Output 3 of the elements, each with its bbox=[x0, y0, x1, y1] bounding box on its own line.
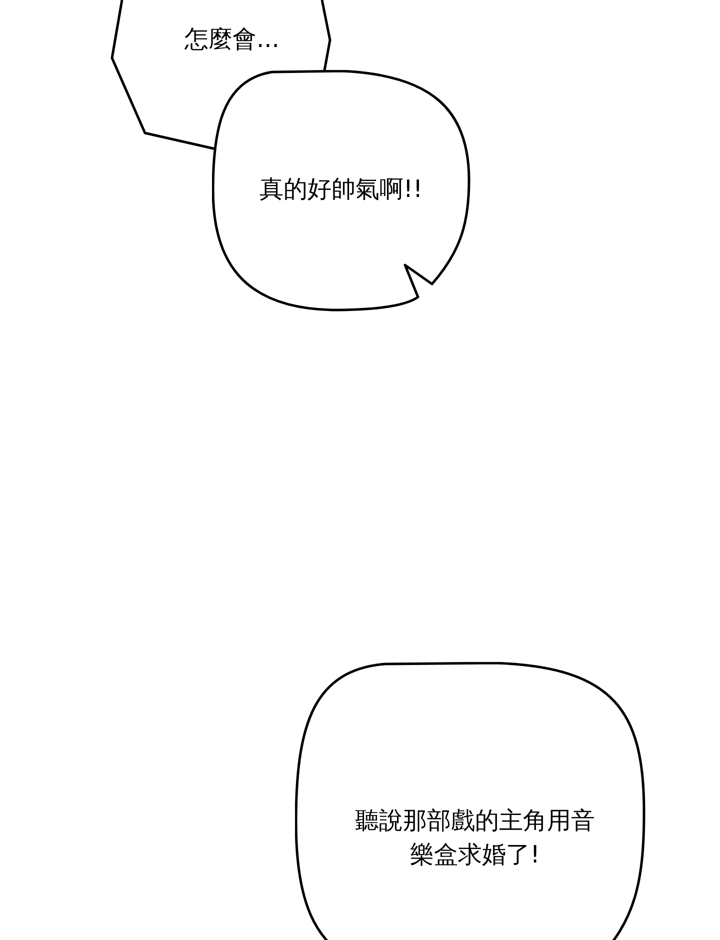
speech-text: 怎麼會... bbox=[184, 24, 280, 56]
speech-text: 真的好帥氣啊!! bbox=[258, 174, 424, 206]
speech-text: 聽說那部戲的主角用音樂盒求婚了! bbox=[354, 805, 596, 870]
